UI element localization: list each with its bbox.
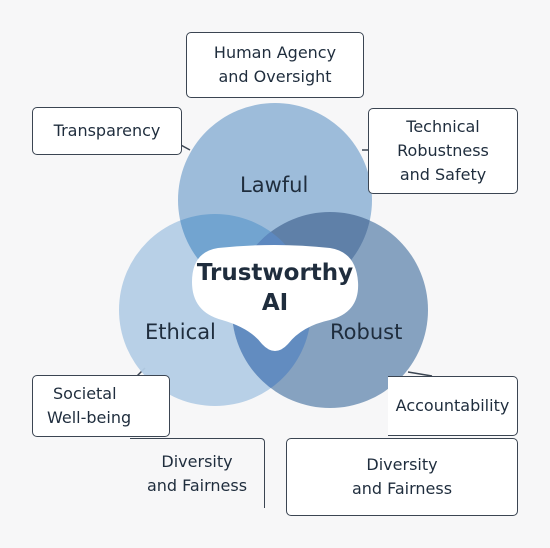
technical-robustness-box: Technical Robustness and Safety xyxy=(368,108,518,194)
diversity-left-line1: Diversity xyxy=(161,451,233,471)
human-agency-line1: Human Agency xyxy=(213,43,337,62)
ethical-label: Ethical xyxy=(145,320,216,344)
societal-line2: Well-being xyxy=(47,408,132,427)
diversity-fairness-right-box: Diversity and Fairness xyxy=(286,438,518,516)
accountability-text: Accountability xyxy=(395,396,510,415)
transparency-box: Transparency xyxy=(32,107,182,155)
trustworthy-ai-label: Trustworthy AI xyxy=(195,258,355,318)
lawful-label: Lawful xyxy=(240,173,309,197)
diversity-right-line1: Diversity xyxy=(366,455,438,474)
technical-line1: Technical xyxy=(406,117,480,136)
center-label-line1: Trustworthy xyxy=(196,260,354,286)
center-badge xyxy=(192,245,359,351)
human-agency-line2: and Oversight xyxy=(218,67,332,86)
societal-wellbeing-box: Societal Well-being xyxy=(32,375,170,437)
diversity-fairness-left-box: Diversity and Fairness xyxy=(130,438,265,508)
diversity-left-line2: and Fairness xyxy=(146,475,248,495)
accountability-box: Accountability xyxy=(388,376,518,436)
transparency-text: Transparency xyxy=(53,121,161,140)
societal-line1: Societal xyxy=(53,384,117,403)
technical-line3: and Safety xyxy=(399,165,487,184)
robust-label: Robust xyxy=(330,320,403,344)
technical-line2: Robustness xyxy=(397,141,489,160)
human-agency-box: Human Agency and Oversight xyxy=(186,32,364,98)
diversity-right-line2: and Fairness xyxy=(351,479,453,498)
center-label-line2: AI xyxy=(261,290,289,316)
